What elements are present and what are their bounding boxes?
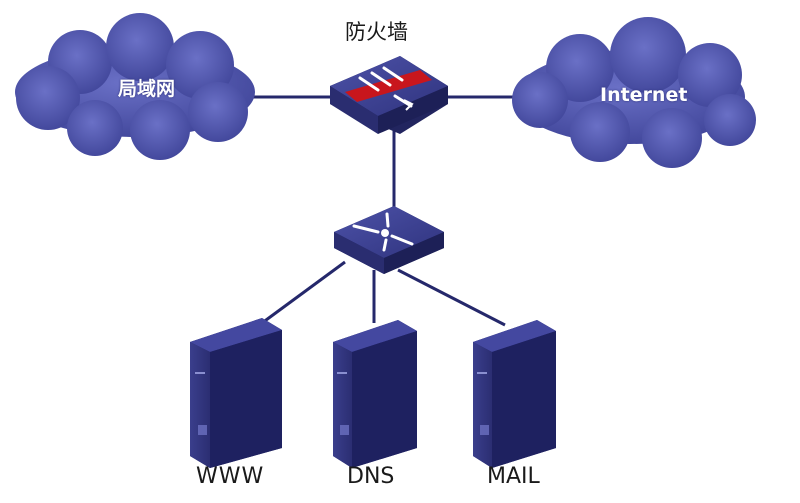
server-mail-label: MAIL — [487, 464, 540, 489]
firewall-icon — [330, 56, 448, 134]
server-dns-icon — [333, 320, 417, 468]
server-www-label: WWW — [196, 464, 265, 489]
lan-cloud — [15, 13, 255, 160]
internet-cloud — [512, 17, 756, 168]
server-dns-label: DNS — [347, 464, 395, 489]
firewall-label: 防火墙 — [345, 20, 408, 44]
link-switch-mail — [397, 268, 506, 327]
link-switch-www — [261, 260, 346, 325]
network-links — [240, 95, 520, 327]
switch-icon — [334, 206, 444, 274]
server-www-icon — [190, 318, 282, 468]
lan-cloud-label: 局域网 — [118, 78, 176, 100]
server-mail-icon — [473, 320, 556, 468]
internet-cloud-label: Internet — [600, 84, 688, 106]
